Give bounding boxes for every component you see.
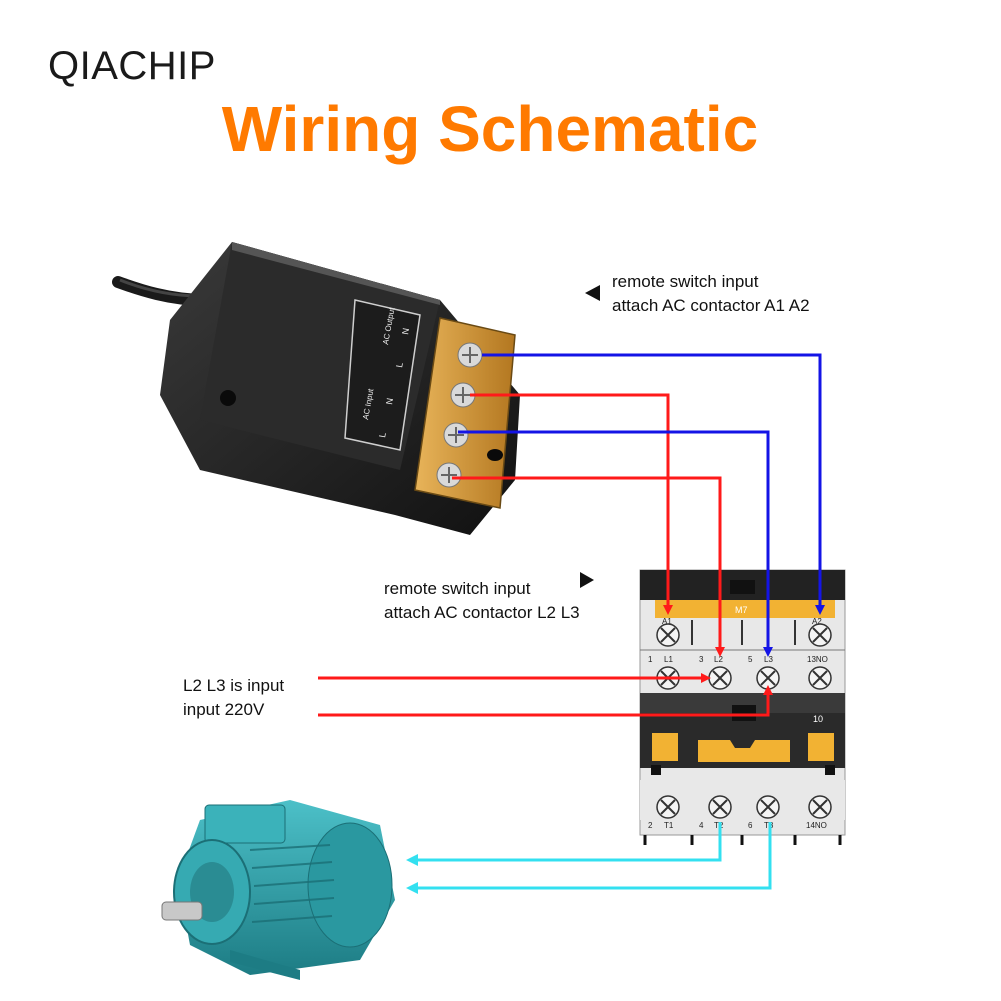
- wire-red-a1: [470, 393, 673, 615]
- wire-cyan-t2: [406, 822, 722, 866]
- receiver-module: AC Output AC Input N L N L: [112, 242, 520, 535]
- top-terminal-label: L3: [764, 655, 773, 664]
- note-left-line2: input 220V: [183, 700, 265, 719]
- brand-name: QIACHIP: [48, 44, 216, 88]
- terminal-screw-icon: [808, 795, 832, 819]
- bottom-terminal-label: 14NO: [806, 821, 827, 830]
- arrow-left-icon: [585, 285, 600, 301]
- top-terminal-label: 5: [748, 655, 753, 664]
- bottom-terminal-label: 2: [648, 821, 653, 830]
- receiver-terminal-l2: L: [377, 432, 388, 439]
- electric-motor: [161, 800, 395, 980]
- bottom-terminal-label: 6: [748, 821, 753, 830]
- top-terminal-label: 13NO: [807, 655, 828, 664]
- terminal-screw-icon: [808, 666, 832, 690]
- note-mid-line2: attach AC contactor L2 L3: [384, 603, 580, 622]
- terminal-screw-1: [457, 342, 483, 368]
- terminal-screw-2: [450, 382, 476, 408]
- contactor-a1-label: A1: [662, 617, 672, 626]
- note-left: L2 L3 is input input 220V: [183, 674, 284, 722]
- note-top-line1: remote switch input: [612, 272, 759, 291]
- contactor-screws: [656, 623, 832, 819]
- terminal-screw-icon: [656, 623, 680, 647]
- wire-blue-a2: [482, 353, 825, 615]
- note-mid: remote switch input attach AC contactor …: [384, 577, 580, 625]
- contactor-aux-label: 10: [813, 714, 823, 724]
- note-top-line2: attach AC contactor A1 A2: [612, 296, 810, 315]
- bottom-terminal-label: 4: [699, 821, 704, 830]
- contactor-a2-label: A2: [812, 617, 822, 626]
- terminal-screw-icon: [756, 666, 780, 690]
- top-terminal-label: 3: [699, 655, 704, 664]
- note-left-line1: L2 L3 is input: [183, 676, 285, 695]
- contactor-model: M7: [735, 605, 748, 615]
- wire-red-l2: [452, 476, 725, 657]
- bottom-terminal-label: T1: [664, 821, 674, 830]
- terminal-screw-4: [436, 462, 462, 488]
- top-terminal-label: L2: [714, 655, 723, 664]
- note-mid-line1: remote switch input: [384, 579, 531, 598]
- receiver-terminal-n2: N: [384, 397, 395, 405]
- receiver-terminal-l1: L: [394, 362, 405, 369]
- terminal-screw-icon: [656, 795, 680, 819]
- terminal-screw-icon: [756, 795, 780, 819]
- terminal-screw-icon: [808, 623, 832, 647]
- note-top: remote switch input attach AC contactor …: [612, 270, 810, 318]
- terminal-screw-icon: [708, 795, 732, 819]
- wire-blue-l3: [458, 430, 773, 657]
- wire-cyan-t3: [406, 822, 772, 894]
- wire-red-input-2: [318, 685, 773, 717]
- page-title: Wiring Schematic: [221, 93, 759, 165]
- terminal-screw-3: [443, 422, 469, 448]
- top-terminal-label: 1: [648, 655, 653, 664]
- receiver-terminal-n1: N: [400, 327, 411, 335]
- terminal-screw-icon: [708, 666, 732, 690]
- top-terminal-label: L1: [664, 655, 673, 664]
- arrow-right-icon: [580, 572, 594, 588]
- wires: [318, 353, 825, 894]
